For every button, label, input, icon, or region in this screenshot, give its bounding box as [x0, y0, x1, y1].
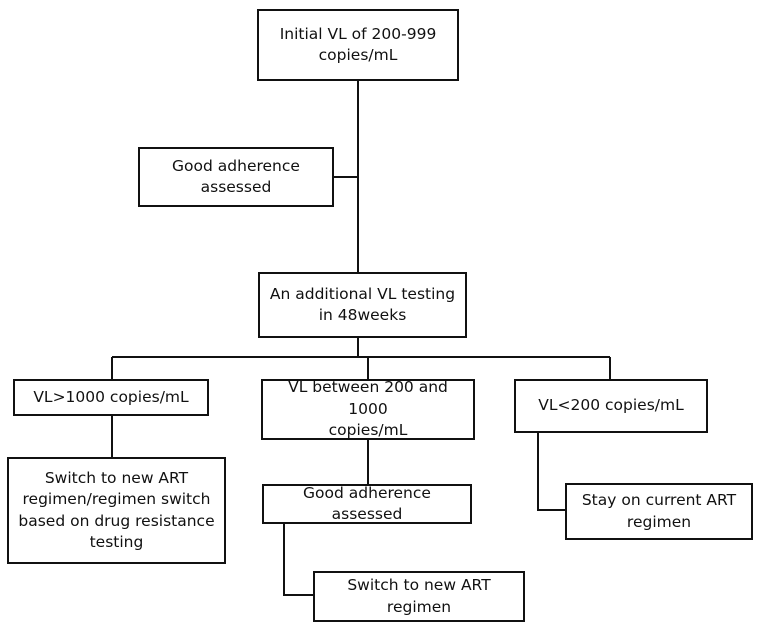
node-switch-resistance: Switch to new ART regimen/regimen switch…	[7, 457, 226, 564]
node-vl-high-text: VL>1000 copies/mL	[33, 387, 189, 406]
node-initial-vl: Initial VL of 200-999 copies/mL	[257, 9, 459, 81]
node-good-adherence-1: Good adherence assessed	[138, 147, 334, 207]
node-vl-mid: VL between 200 and 1000 copies/mL	[261, 378, 475, 440]
connector-low-to-stay	[537, 432, 566, 511]
node-additional-testing-text: An additional VL testing in 48weeks	[269, 284, 456, 324]
node-vl-low: VL<200 copies/mL	[514, 379, 708, 433]
node-additional-testing: An additional VL testing in 48weeks	[258, 272, 467, 338]
node-good-adherence-1-text: Good adherence assessed	[172, 156, 300, 196]
node-vl-mid-text: VL between 200 and 1000 copies/mL	[288, 378, 448, 440]
node-initial-vl-text: Initial VL of 200-999 copies/mL	[279, 24, 437, 64]
node-vl-high: VL>1000 copies/mL	[13, 379, 209, 416]
node-stay-current-text: Stay on current ART regimen	[581, 491, 737, 531]
node-good-adherence-2-text: Good adherence assessed	[303, 483, 431, 523]
node-switch-resistance-text: Switch to new ART regimen/regimen switch…	[18, 468, 215, 551]
node-switch-new-text: Switch to new ART regimen	[347, 576, 491, 616]
node-vl-low-text: VL<200 copies/mL	[538, 396, 684, 415]
node-stay-current: Stay on current ART regimen	[565, 483, 753, 540]
connector-adherence-to-switch	[283, 524, 314, 596]
node-good-adherence-2: Good adherence assessed	[262, 484, 472, 524]
node-switch-new: Switch to new ART regimen	[313, 571, 525, 622]
